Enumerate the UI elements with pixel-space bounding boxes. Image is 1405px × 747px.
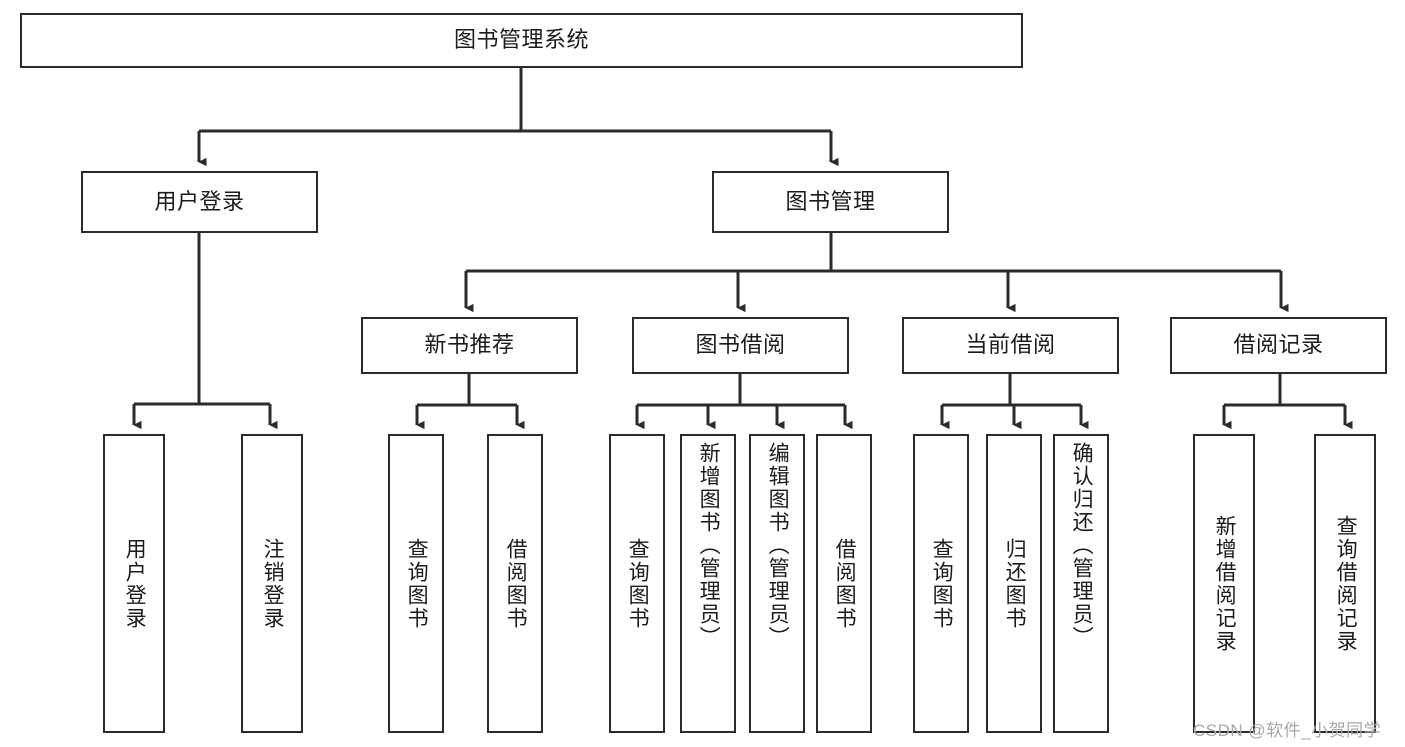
node-leaf-query-borrow-record-label: 查询借阅记录: [1334, 514, 1358, 653]
node-leaf-return-book-label: 归还图书: [1003, 537, 1027, 630]
node-leaf-edit-book[interactable]: 编辑图书（管理员）: [749, 434, 805, 733]
node-user-login[interactable]: 用户登录: [81, 171, 318, 233]
node-current-borrow[interactable]: 当前借阅: [902, 317, 1119, 374]
node-book-borrow[interactable]: 图书借阅: [632, 317, 849, 374]
node-leaf-add-book-label: 新增图书（管理员）: [697, 442, 721, 649]
node-leaf-user-login[interactable]: 用户登录: [103, 434, 165, 733]
node-leaf-add-borrow-record-label: 新增借阅记录: [1213, 514, 1237, 653]
node-leaf-confirm-return-label: 确认归还（管理员）: [1070, 442, 1094, 649]
node-leaf-confirm-return[interactable]: 确认归还（管理员）: [1053, 434, 1109, 733]
node-leaf-query-book-1[interactable]: 查询图书: [388, 434, 444, 733]
node-borrow-record[interactable]: 借阅记录: [1170, 317, 1387, 374]
node-leaf-query-book-1-label: 查询图书: [405, 537, 429, 630]
node-leaf-borrow-book-1-label: 借阅图书: [504, 537, 528, 630]
node-new-book-recommend[interactable]: 新书推荐: [361, 317, 578, 374]
node-leaf-add-book[interactable]: 新增图书（管理员）: [680, 434, 736, 733]
node-borrow-record-label: 借阅记录: [1233, 332, 1324, 358]
node-leaf-user-logout-label: 注销登录: [261, 537, 285, 630]
node-leaf-add-borrow-record[interactable]: 新增借阅记录: [1193, 434, 1255, 733]
node-book-borrow-label: 图书借阅: [695, 332, 786, 358]
node-leaf-edit-book-label: 编辑图书（管理员）: [766, 442, 790, 649]
node-leaf-query-book-3-label: 查询图书: [930, 537, 954, 630]
node-leaf-borrow-book-1[interactable]: 借阅图书: [487, 434, 543, 733]
node-leaf-query-book-2-label: 查询图书: [626, 537, 650, 630]
node-book-management[interactable]: 图书管理: [712, 171, 949, 233]
node-leaf-query-book-3[interactable]: 查询图书: [913, 434, 969, 733]
node-new-book-recommend-label: 新书推荐: [424, 332, 515, 358]
node-leaf-user-login-label: 用户登录: [123, 537, 147, 630]
node-leaf-user-logout[interactable]: 注销登录: [241, 434, 303, 733]
node-root[interactable]: 图书管理系统: [20, 13, 1023, 68]
node-leaf-return-book[interactable]: 归还图书: [986, 434, 1042, 733]
csdn-watermark: CSDN @软件_小贺同学: [1193, 721, 1382, 740]
node-book-management-label: 图书管理: [785, 188, 876, 214]
node-leaf-query-book-2[interactable]: 查询图书: [609, 434, 665, 733]
node-leaf-borrow-book-2-label: 借阅图书: [833, 537, 857, 630]
node-leaf-query-borrow-record[interactable]: 查询借阅记录: [1314, 434, 1376, 733]
node-user-login-label: 用户登录: [154, 188, 245, 214]
node-current-borrow-label: 当前借阅: [965, 332, 1056, 358]
node-root-label: 图书管理系统: [453, 27, 589, 53]
node-leaf-borrow-book-2[interactable]: 借阅图书: [816, 434, 872, 733]
